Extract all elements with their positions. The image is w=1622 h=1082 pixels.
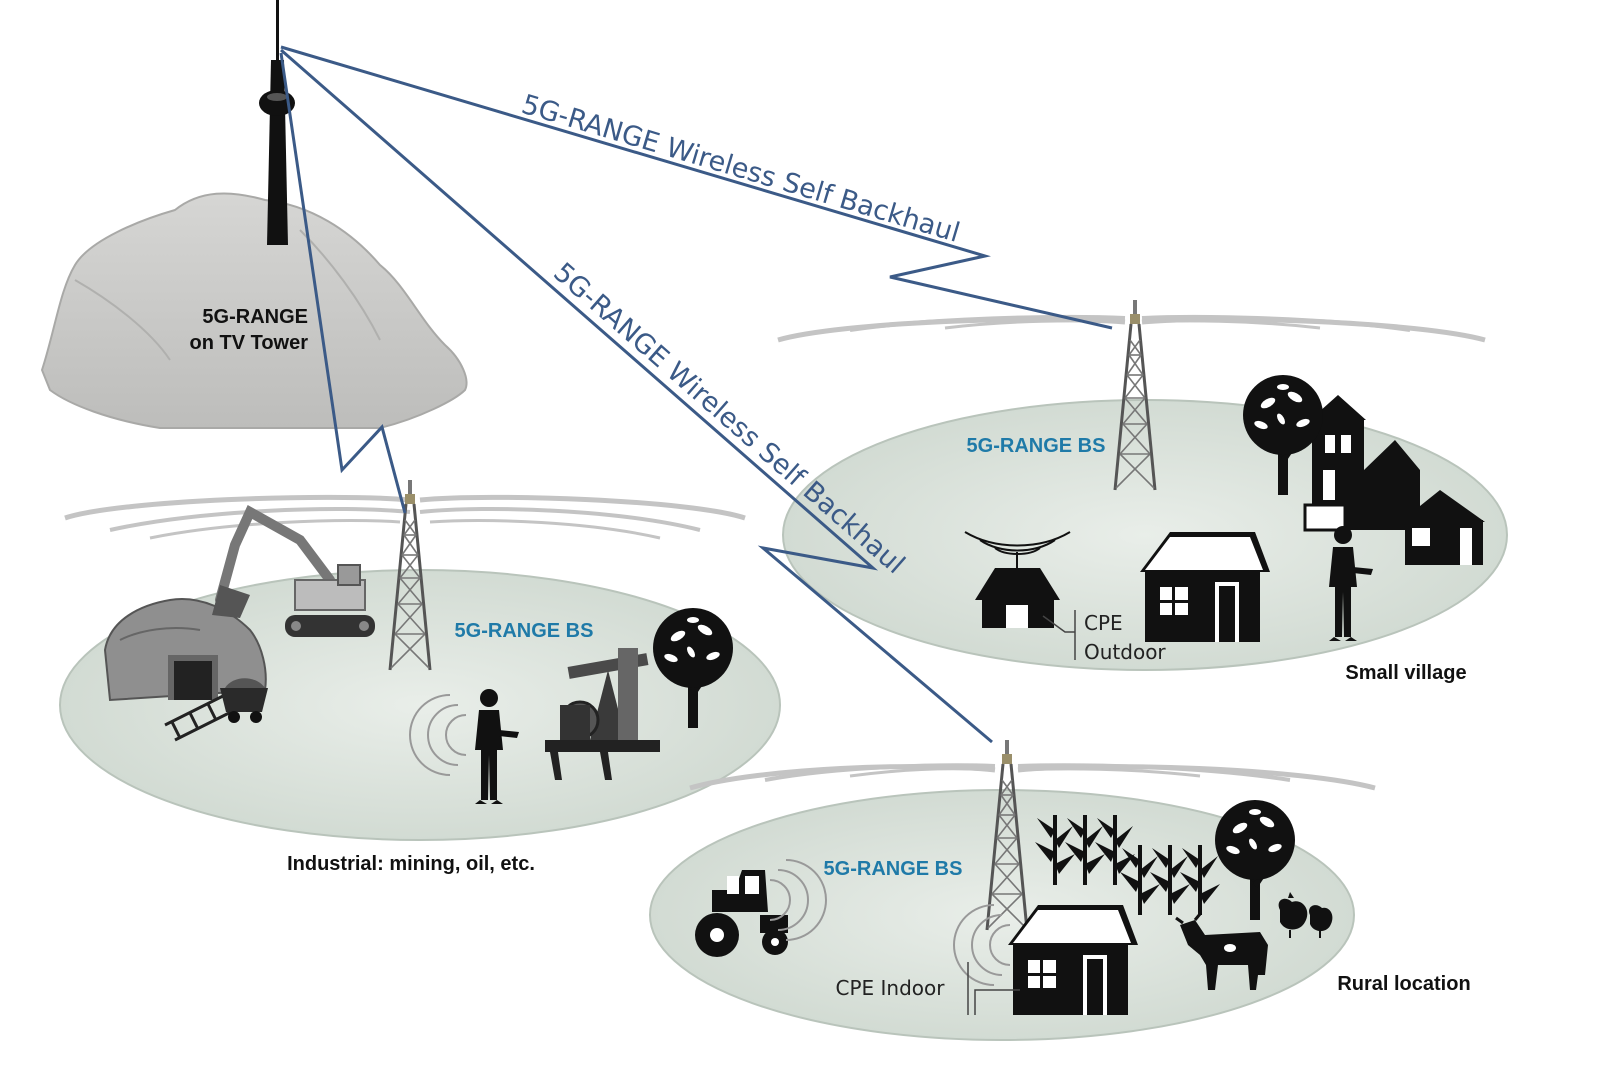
industrial-cell: 5G-RANGE BS Industrial: mining, oil, etc…	[59, 478, 781, 875]
backhaul-link-rural	[280, 48, 993, 744]
tractor-icon	[695, 859, 827, 957]
excavator-icon	[212, 504, 375, 637]
cell-caption: Small village	[1345, 662, 1466, 684]
cow-icon	[1175, 913, 1268, 990]
coverage-waves	[64, 494, 746, 540]
small-house-icon	[1400, 490, 1485, 565]
cpe-label: CPE Indoor	[836, 976, 946, 1000]
chicken-icon	[1278, 892, 1333, 938]
rural-cell: CPE Indoor 5G-RANGE BS Rural location	[649, 738, 1471, 1041]
cpe-label-line2: Outdoor	[1084, 640, 1166, 664]
tv-tower-icon	[259, 0, 295, 245]
hut-antenna-icon	[964, 531, 1076, 660]
backhaul-link-industrial	[279, 52, 407, 514]
mountain-icon	[40, 192, 468, 429]
house-icon	[1008, 905, 1138, 1015]
tower-label-line1: 5G-RANGE	[202, 306, 308, 328]
cpe-indoor-marker	[953, 904, 1020, 1015]
cell-caption: Rural location	[1337, 973, 1470, 995]
oil-pumpjack-icon	[545, 648, 660, 780]
coverage-waves	[689, 763, 1376, 791]
backhaul-label-upper: 5G-RANGE Wireless Self Backhaul	[518, 89, 963, 249]
cpe-label-line1: CPE	[1084, 611, 1123, 635]
tower-label-line2: on TV Tower	[189, 332, 308, 354]
church-icon	[1303, 395, 1420, 532]
village-cell: CPE Outdoor 5G-RANGE BS Small village	[777, 298, 1508, 684]
backhaul-link-village	[280, 45, 1113, 330]
mine-cart-icon	[220, 678, 268, 723]
tower-label: 5G-RANGE on TV Tower	[189, 306, 308, 354]
bs-label: 5G-RANGE BS	[455, 620, 594, 642]
cell-caption: Industrial: mining, oil, etc.	[287, 853, 535, 875]
house-icon	[1140, 532, 1270, 642]
bs-label: 5G-RANGE BS	[967, 435, 1106, 457]
bs-label: 5G-RANGE BS	[824, 858, 963, 880]
coverage-waves	[777, 314, 1486, 343]
backhaul-label-lower: 5G-RANGE Wireless Self Backhaul	[547, 257, 910, 580]
backhaul-links	[279, 45, 1113, 744]
